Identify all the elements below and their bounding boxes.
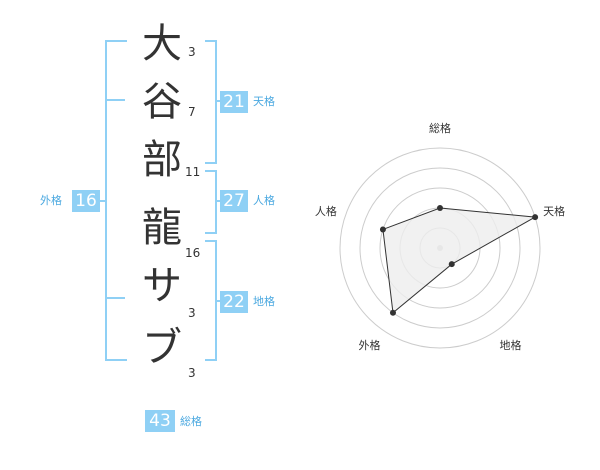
jinkaku-connector (215, 200, 222, 202)
name-char-1: 大 (142, 21, 182, 67)
tenkaku-label: 天格 (253, 95, 275, 108)
name-char-2: 谷 (142, 79, 182, 125)
gaikaku-connector (99, 200, 107, 202)
gaikaku-bracket (105, 40, 127, 361)
radar-axis-label-5: 人格 (315, 204, 337, 218)
jinkaku-bracket (205, 170, 217, 234)
radar-axis-label-2: 天格 (543, 204, 565, 218)
radar-area (382, 207, 537, 314)
radar-point-4 (389, 309, 396, 316)
gaikaku-bracket-tick (105, 297, 125, 299)
chikaku-badge: 22 (220, 291, 248, 313)
radar-grid-ring (379, 187, 501, 309)
stroke-count-5: 3 (188, 306, 196, 320)
chikaku-connector (215, 300, 222, 302)
gaikaku-label: 外格 (40, 194, 62, 207)
radar-point-2 (532, 214, 539, 221)
stroke-count-4: 16 (185, 246, 201, 260)
radar-points (379, 205, 539, 316)
radar-grid-ring (359, 167, 521, 329)
soukaku-label: 総格 (180, 415, 202, 428)
name-char-4: 龍 (142, 205, 182, 251)
chikaku-label: 地格 (253, 295, 275, 308)
jinkaku-label: 人格 (253, 194, 275, 207)
radar-axis-label-1: 総格 (429, 121, 451, 135)
stroke-count-1: 3 (188, 45, 196, 59)
soukaku-badge: 43 (145, 410, 175, 432)
tenkaku-connector (215, 100, 222, 102)
radar-point-1 (437, 205, 443, 211)
name-char-5: サ (142, 263, 182, 309)
tenkaku-badge: 21 (220, 91, 248, 113)
gaikaku-badge: 16 (72, 190, 100, 212)
jinkaku-badge: 27 (220, 190, 248, 212)
stroke-count-2: 7 (188, 105, 196, 119)
radar-point-5 (379, 226, 386, 233)
stroke-count-3: 11 (185, 165, 201, 179)
name-char-3: 部 (142, 137, 182, 183)
tenkaku-bracket (205, 40, 217, 164)
stroke-count-6: 3 (188, 366, 196, 380)
gaikaku-bracket-tick (105, 99, 125, 101)
radar-grid-ring (339, 147, 541, 349)
radar-axis-label-3: 地格 (500, 338, 522, 352)
radar-point-3 (448, 261, 455, 268)
radar-axis-label-4: 外格 (358, 338, 380, 352)
name-char-6: ブ (142, 325, 182, 371)
